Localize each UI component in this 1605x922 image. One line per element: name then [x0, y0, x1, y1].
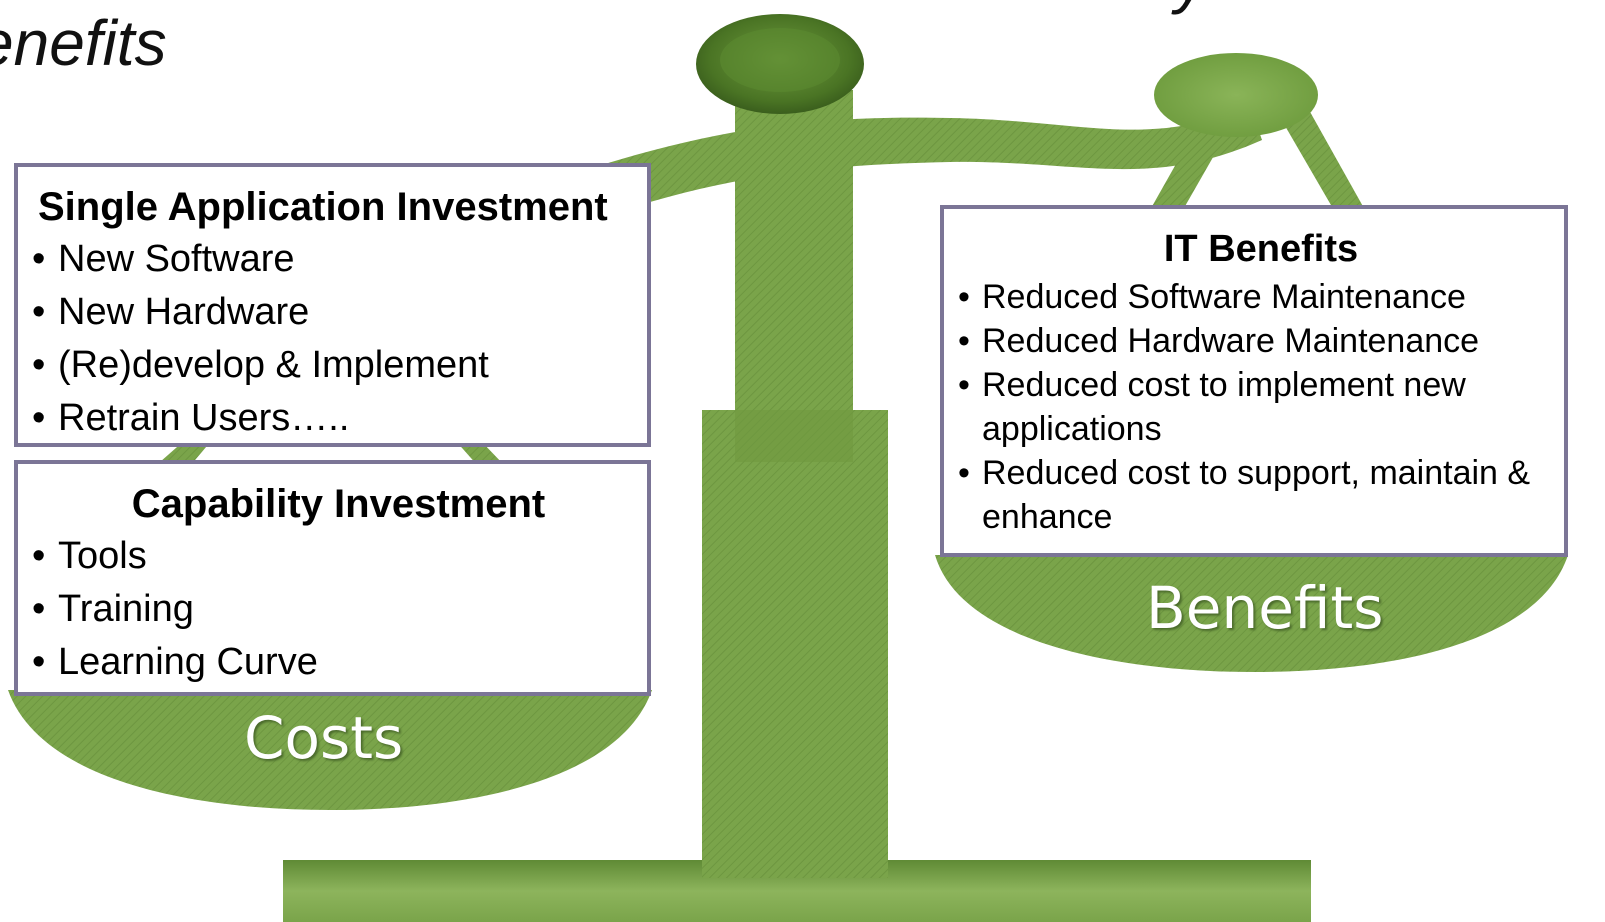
- benefits-list: Reduced Software Maintenance Reduced Har…: [958, 275, 1564, 539]
- list-item: New Hardware: [30, 286, 647, 339]
- capability-investment-panel: Capability Investment Tools Training Lea…: [14, 460, 651, 696]
- scale-beam: [540, 105, 1262, 232]
- left-pan: [8, 690, 652, 810]
- list-item: (Re)develop & Implement: [30, 339, 647, 392]
- list-item: Reduced cost to implement new applicatio…: [958, 363, 1552, 451]
- panel-heading: Capability Investment: [131, 482, 546, 526]
- list-item: Retrain Users…..: [30, 392, 647, 445]
- slide-title-fragment: enefits: [0, 7, 167, 79]
- list-item: Training: [30, 583, 647, 636]
- investment-list: Tools Training Learning Curve: [30, 530, 647, 689]
- list-item: Reduced Software Maintenance: [958, 275, 1552, 319]
- investment-list: New Software New Hardware (Re)develop & …: [30, 233, 647, 445]
- list-item: Reduced Hardware Maintenance: [958, 319, 1552, 363]
- benefits-pan-label: Benefits: [1146, 574, 1384, 642]
- slide-title-fragment-right: y: [1175, 0, 1207, 16]
- it-benefits-panel: IT Benefits Reduced Software Maintenance…: [940, 205, 1568, 557]
- scale-lower-column: [702, 410, 888, 878]
- scale-upper-column: [735, 90, 853, 462]
- list-item: Reduced cost to support, maintain & enha…: [958, 451, 1552, 539]
- right-beam-knob: [1154, 53, 1318, 137]
- single-application-investment-panel: Single Application Investment New Softwa…: [14, 163, 651, 447]
- list-item: Tools: [30, 530, 647, 583]
- list-item: New Software: [30, 233, 647, 286]
- list-item: Learning Curve: [30, 636, 647, 689]
- panel-heading: Single Application Investment: [38, 185, 608, 229]
- right-pan: [935, 555, 1568, 672]
- costs-pan-label: Costs: [244, 704, 404, 772]
- panel-heading: IT Benefits: [1163, 228, 1359, 270]
